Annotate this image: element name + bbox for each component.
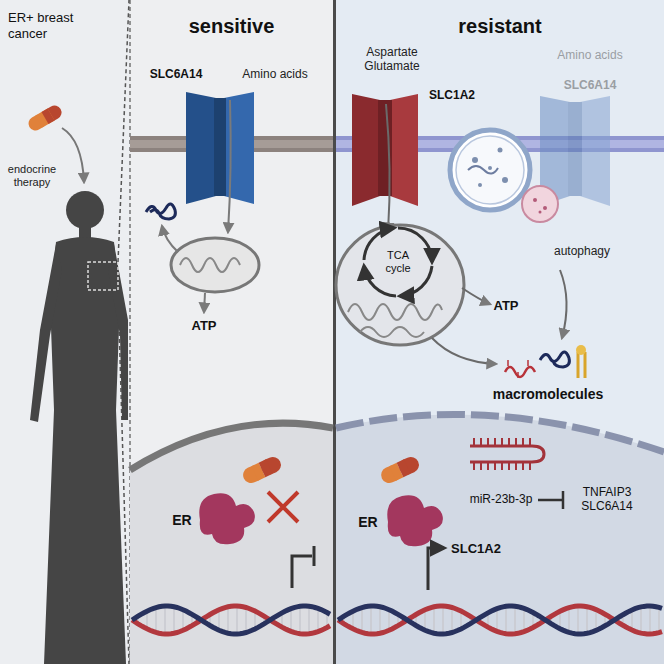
dna-strand: [338, 606, 662, 634]
dna-rung: [245, 608, 247, 633]
dna-rung: [568, 608, 570, 633]
dna-rung: [496, 609, 498, 632]
panel-heading: sensitive: [134, 14, 329, 38]
transporter-label: SLC6A14: [150, 68, 203, 82]
dna-strand: [132, 606, 330, 634]
dna-rung: [379, 607, 381, 633]
drug-label: endocrine therapy: [3, 163, 61, 188]
transporter-label: SLC6A14: [564, 79, 617, 93]
mirna-base: [473, 462, 475, 470]
mirna-base: [494, 438, 496, 446]
target-gene-label: TNFAIP3 SLC6A14: [575, 486, 639, 514]
dna-rung: [577, 606, 579, 634]
energy-label: ATP: [493, 299, 518, 314]
dna-rung: [290, 609, 292, 632]
mirna-base: [529, 462, 531, 470]
panel-band: ER+ breast cancer: [0, 0, 130, 664]
mirna-base: [501, 462, 503, 470]
mirna-base: [529, 438, 531, 446]
dna-rung: [451, 608, 453, 633]
mirna-base: [487, 462, 489, 470]
dna-strand: [132, 606, 330, 634]
dna-rung: [218, 610, 220, 630]
mirna-base: [522, 462, 524, 470]
dna-rung: [658, 607, 660, 632]
dna-rung: [433, 607, 435, 633]
substrate-label: Amino acids: [557, 49, 622, 63]
dna-rung: [173, 607, 175, 633]
dna-rung: [424, 610, 426, 630]
mirna-base: [515, 438, 517, 446]
dna-rung: [155, 608, 157, 633]
panel-heading: ER+ breast cancer: [8, 10, 92, 41]
mirna-base: [508, 462, 510, 470]
dna-rung: [308, 606, 310, 633]
energy-label: ATP: [191, 319, 216, 334]
dna-rung: [514, 606, 516, 633]
dna-rung: [164, 606, 166, 634]
mirna-base: [494, 462, 496, 470]
transporter-label: SLC1A2: [429, 89, 475, 103]
mirna-base: [508, 438, 510, 446]
mirna-base: [480, 462, 482, 470]
substrate-label: Aspartate Glutamate: [356, 46, 428, 74]
mirna-base: [522, 438, 524, 446]
mirna-base: [473, 438, 475, 446]
mirna-base: [515, 462, 517, 470]
dna-rung: [586, 607, 588, 634]
dna-strand: [338, 606, 662, 634]
dna-rung: [523, 608, 525, 631]
product-label: macromolecules: [493, 386, 604, 402]
panel-band: resistant: [336, 0, 664, 664]
dna-rung: [595, 610, 597, 631]
dna-rung: [361, 608, 363, 633]
receptor-label: ER: [358, 514, 377, 530]
dna-rung: [370, 606, 372, 634]
dna-rung: [505, 606, 507, 633]
dna-rung: [227, 607, 229, 633]
dna-rung: [236, 606, 238, 634]
panel-band: sensitive: [130, 0, 333, 664]
mirna-label: miR-23b-3p: [470, 493, 533, 507]
mirna-base: [501, 438, 503, 446]
substrate-label: Amino acids: [242, 68, 307, 82]
dna-rung: [388, 610, 390, 631]
pathway-label: TCA cycle: [383, 249, 413, 274]
mirna-base: [480, 438, 482, 446]
process-label: autophagy: [554, 245, 610, 259]
dna-rung: [182, 610, 184, 631]
dna-rung: [442, 606, 444, 634]
panel-heading: resistant: [340, 14, 660, 38]
dna-rung: [317, 608, 319, 631]
dna-rung: [649, 606, 651, 634]
mirna-base: [487, 438, 489, 446]
dna-rung: [299, 606, 301, 633]
receptor-label: ER: [172, 512, 191, 528]
dna-rung: [640, 607, 642, 633]
gene-label: SLC1A2: [451, 542, 501, 557]
